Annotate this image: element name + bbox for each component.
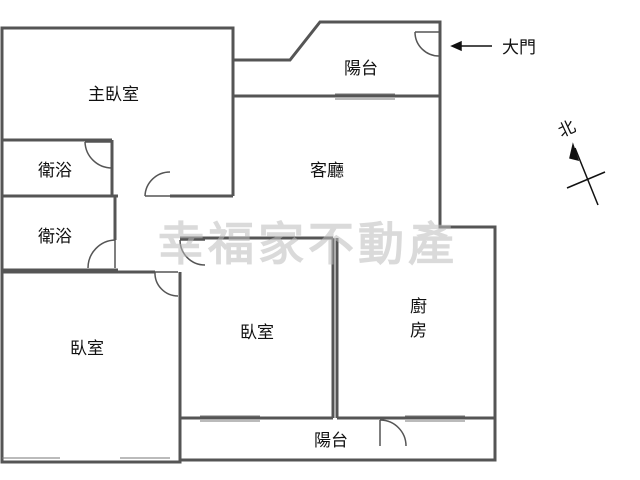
entrance-arrow (450, 40, 492, 52)
label-kitchen-2: 房 (410, 321, 427, 341)
label-kitchen-1: 廚 (410, 296, 427, 317)
door-master (144, 171, 171, 197)
door-bath2 (87, 239, 116, 269)
entrance-label: 大門 (502, 38, 536, 58)
label-master-bedroom: 主臥室 (88, 85, 139, 105)
label-balcony-top: 陽台 (344, 59, 378, 79)
label-bedroom-left: 臥室 (70, 339, 104, 359)
compass-north-label: 北 (555, 117, 579, 142)
doors (84, 31, 441, 447)
watermark: 幸福家不動產 (158, 217, 458, 271)
door-balcony-bottom (379, 419, 407, 447)
label-bedroom-middle: 臥室 (240, 323, 274, 343)
label-living-room: 客廳 (310, 161, 344, 181)
door-bedroom-mid (179, 239, 206, 266)
label-bathroom-1: 衛浴 (38, 161, 72, 181)
compass-icon (566, 142, 606, 206)
label-balcony-bottom: 陽台 (314, 431, 348, 451)
label-bathroom-2: 衛浴 (38, 227, 72, 247)
door-entrance (414, 31, 441, 57)
walls (0, 20, 497, 464)
door-bath1 (84, 141, 113, 169)
door-bedroom-left (154, 271, 179, 297)
windows (2, 93, 465, 459)
